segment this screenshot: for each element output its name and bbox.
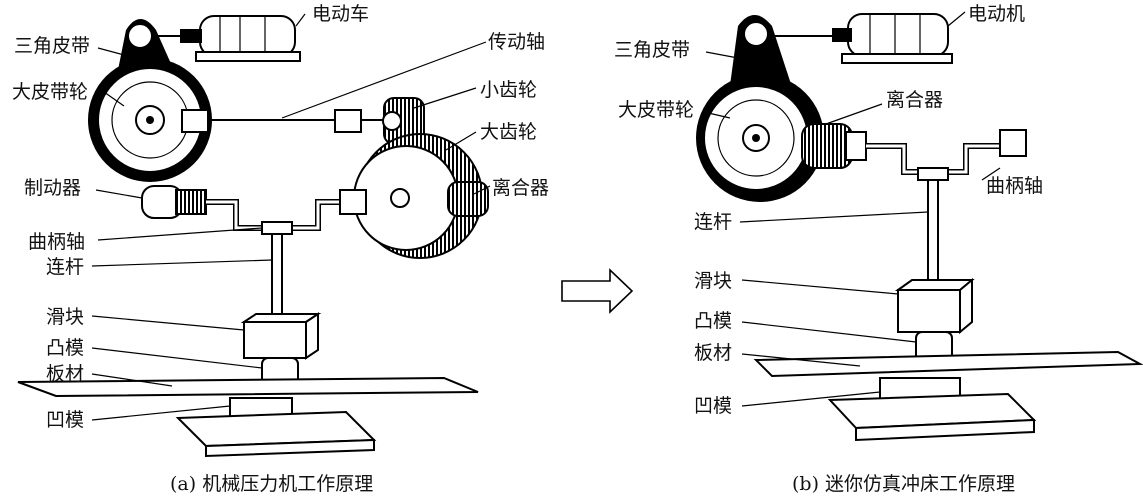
label-a-large-pulley: 大皮带轮: [12, 81, 88, 103]
motor-b: [760, 13, 953, 64]
belt-pulley-a: [88, 19, 212, 182]
caption-b: (b) 迷你仿真冲床工作原理: [792, 473, 1015, 495]
label-b-sheet: 板材: [694, 342, 732, 364]
label-b-die: 凹模: [694, 395, 732, 417]
clutch-a: [447, 181, 489, 217]
label-b-motor: 电动机: [968, 3, 1025, 25]
label-a-motor: 电动车: [312, 3, 369, 25]
label-a-connecting-rod: 连杆: [46, 256, 84, 278]
label-a-small-gear: 小齿轮: [480, 79, 537, 101]
die-a: [175, 397, 377, 458]
small-gear-a: [382, 97, 425, 145]
drive-shaft-a: [181, 109, 395, 133]
brake-a: [141, 185, 207, 219]
label-b-connecting-rod: 连杆: [694, 211, 732, 233]
crankshaft-a: [206, 189, 367, 235]
slider-a: [240, 312, 322, 360]
die-b: [827, 377, 1037, 442]
right-arrow-icon: [561, 268, 634, 314]
label-a-die: 凹模: [46, 409, 84, 431]
sheet-a: [17, 376, 479, 398]
label-b-large-pulley: 大皮带轮: [618, 99, 694, 121]
label-a-v-belt: 三角皮带: [14, 35, 90, 57]
clutch-b: [801, 123, 867, 169]
label-a-sheet: 板材: [46, 363, 84, 385]
label-b-punch: 凸模: [694, 310, 732, 332]
label-a-slider: 滑块: [46, 306, 84, 328]
crankshaft-b: [866, 129, 1027, 181]
sheet-b: [753, 350, 1143, 378]
label-b-v-belt: 三角皮带: [614, 39, 690, 61]
diagram-a: 电动车 三角皮带 传动轴 小齿轮 大皮带轮 大齿轮 制动器 离合器 曲柄轴 连杆…: [12, 3, 549, 495]
large-gear-a: [353, 133, 483, 259]
belt-pulley-b: [696, 15, 824, 202]
label-b-slider: 滑块: [694, 270, 732, 292]
caption-a: (a) 机械压力机工作原理: [170, 473, 373, 495]
label-a-large-gear: 大齿轮: [480, 121, 537, 143]
diagram-b: 电动机 三角皮带 离合器 大皮带轮 曲柄轴 连杆 滑块 凸模 板材 凹模 (b)…: [614, 3, 1143, 495]
label-b-clutch: 离合器: [886, 89, 943, 111]
label-a-crankshaft: 曲柄轴: [28, 231, 85, 253]
label-a-clutch: 离合器: [492, 177, 549, 199]
label-b-crankshaft: 曲柄轴: [986, 175, 1043, 197]
slider-b: [894, 277, 975, 335]
label-a-brake: 制动器: [24, 177, 81, 199]
label-a-drive-shaft: 传动轴: [488, 31, 545, 53]
connecting-rod-b: [927, 179, 939, 285]
connecting-rod-a: [271, 233, 283, 315]
label-a-punch: 凸模: [46, 337, 84, 359]
motor-a: [150, 15, 301, 62]
